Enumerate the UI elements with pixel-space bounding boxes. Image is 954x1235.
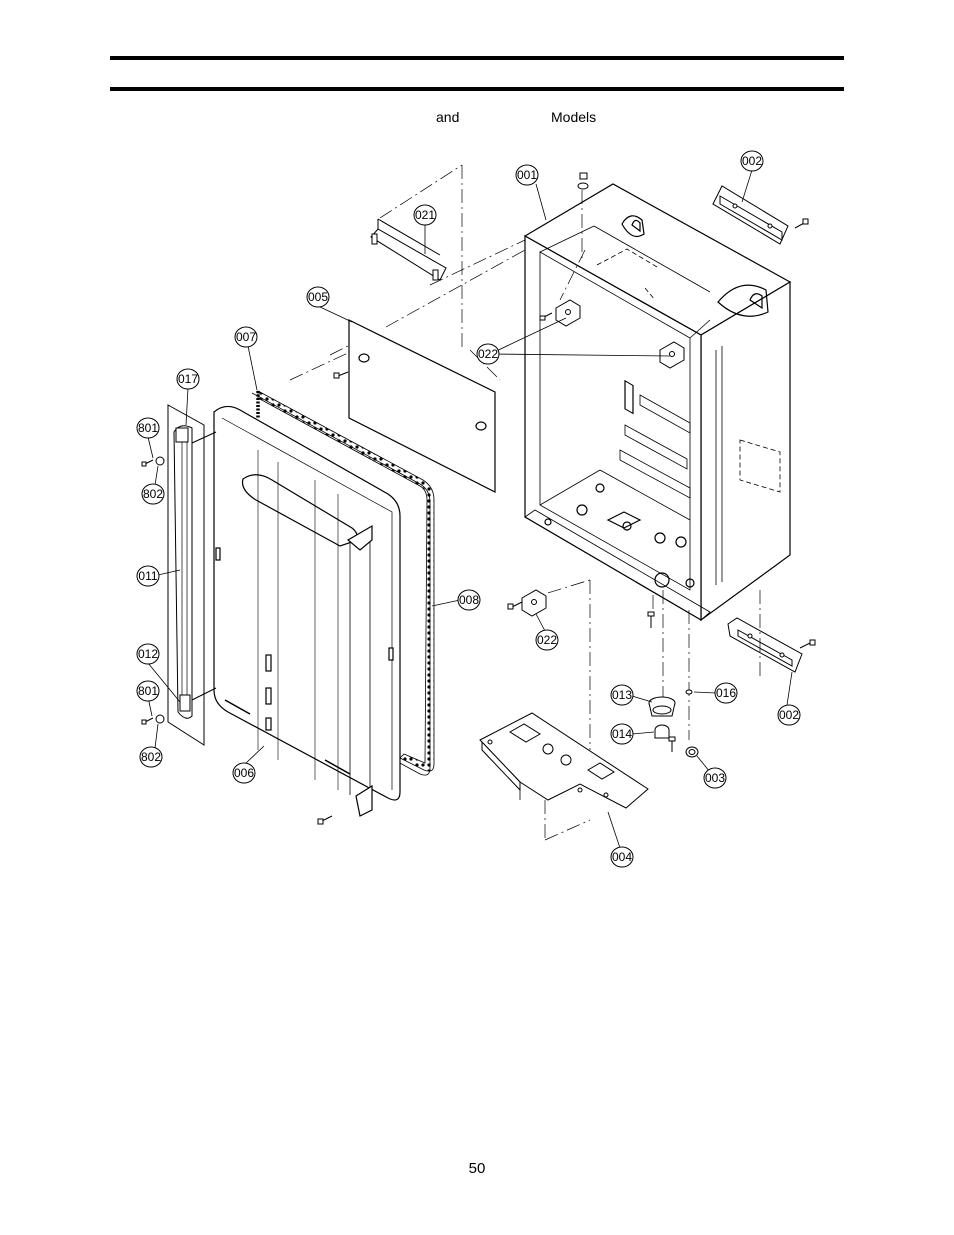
svg-text:003: 003 xyxy=(705,771,725,785)
svg-text:022: 022 xyxy=(537,633,557,647)
label-011: 011 xyxy=(136,565,160,587)
label-802-bottom: 802 xyxy=(139,746,163,768)
wall-bracket-bottom xyxy=(727,617,816,673)
bottom-plate-004 xyxy=(479,712,649,809)
label-021: 021 xyxy=(413,204,437,226)
label-002-bottom: 002 xyxy=(777,704,801,726)
label-002-top: 002 xyxy=(740,150,764,172)
svg-text:022: 022 xyxy=(478,347,498,361)
label-001: 001 xyxy=(515,164,539,186)
svg-text:013: 013 xyxy=(612,688,632,702)
svg-text:802: 802 xyxy=(141,750,161,764)
svg-text:002: 002 xyxy=(742,154,762,168)
label-006: 006 xyxy=(232,762,256,784)
svg-text:008: 008 xyxy=(459,593,479,607)
svg-text:001: 001 xyxy=(517,168,537,182)
gasket-008 xyxy=(251,390,435,776)
wall-bracket-top xyxy=(712,185,809,245)
svg-text:016: 016 xyxy=(716,686,736,700)
label-012: 012 xyxy=(136,643,160,665)
label-014: 014 xyxy=(610,723,634,745)
top-bracket-021 xyxy=(370,218,447,281)
label-004: 004 xyxy=(610,846,634,868)
svg-text:011: 011 xyxy=(138,569,157,583)
label-801-top: 801 xyxy=(136,417,160,439)
label-022-lower: 022 xyxy=(535,629,559,651)
svg-text:005: 005 xyxy=(308,290,328,304)
svg-text:006: 006 xyxy=(234,766,254,780)
part-labels: 001 002 005 007 017 801 802 011 012 801 … xyxy=(136,150,801,868)
label-008: 008 xyxy=(457,589,481,611)
access-panel-005 xyxy=(348,319,496,493)
label-003: 003 xyxy=(703,767,727,789)
label-007: 007 xyxy=(234,326,258,348)
header-rule-top xyxy=(110,56,844,60)
label-017: 017 xyxy=(176,368,200,390)
label-016: 016 xyxy=(714,682,738,704)
leader-lines xyxy=(147,169,793,849)
label-802-top: 802 xyxy=(141,483,165,505)
cabinet-dashed-outline xyxy=(596,248,781,493)
alignment-lines xyxy=(289,164,761,841)
header-rule-bottom xyxy=(110,87,844,91)
fittings xyxy=(648,689,699,758)
front-cover-006 xyxy=(213,405,401,817)
svg-text:802: 802 xyxy=(143,487,163,501)
subtitle-and: and xyxy=(436,109,460,125)
svg-text:012: 012 xyxy=(138,647,158,661)
label-022-upper: 022 xyxy=(476,343,500,365)
svg-text:021: 021 xyxy=(415,208,435,222)
svg-text:002: 002 xyxy=(779,708,799,722)
label-013: 013 xyxy=(610,684,634,706)
svg-text:801: 801 xyxy=(138,684,158,698)
side-panel-assembly xyxy=(155,404,217,746)
page-number: 50 xyxy=(468,1160,486,1177)
label-005: 005 xyxy=(306,286,330,308)
subtitle-models: Models xyxy=(551,109,597,125)
svg-text:007: 007 xyxy=(236,330,256,344)
label-801-bottom: 801 xyxy=(136,680,160,702)
svg-text:801: 801 xyxy=(138,421,158,435)
svg-text:017: 017 xyxy=(178,372,198,386)
svg-text:004: 004 xyxy=(612,850,632,864)
cabinet-box xyxy=(523,183,792,622)
svg-text:014: 014 xyxy=(612,727,632,741)
